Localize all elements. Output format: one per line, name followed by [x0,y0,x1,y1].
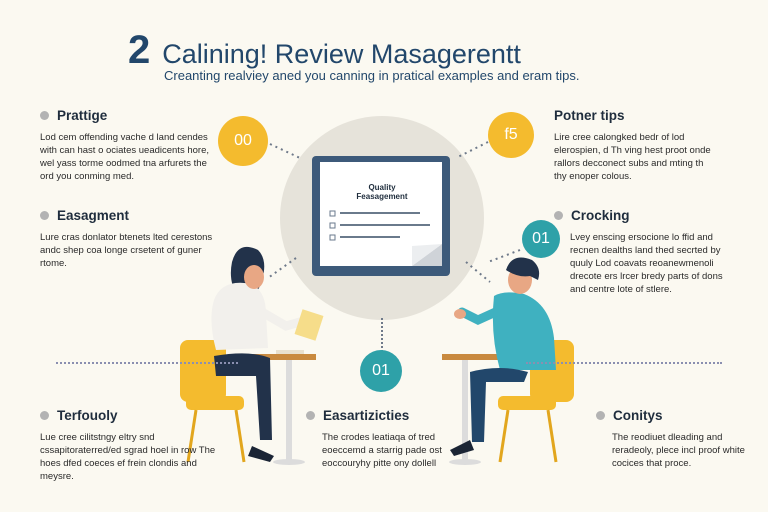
bullet-dot [40,211,49,220]
bullet-dot [306,411,315,420]
badge-top-left: 00 [218,116,268,166]
woman-figure [211,246,305,462]
section-number: 2 [128,28,151,72]
section-heading: Potner tips [554,108,625,123]
badge-mid-right: 01 [522,220,560,258]
section-bottom-right: Conitys The reodiuet dleading and rerade… [596,408,746,470]
document-title-line1: Quality [368,183,396,192]
section-top-right: Potner tips Lire cree calongked bedr of … [554,108,714,183]
section-body: The reodiuet dleading and reradeoly, ple… [612,432,745,469]
bullet-dot [554,211,563,220]
section-heading: Conitys [613,408,663,423]
divider-right [526,362,722,364]
section-heading: Prattige [57,108,108,123]
section-bottom-center: Easartizicties The crodes leatiaqa of tr… [306,408,476,470]
bullet-dot [596,411,605,420]
section-bottom-left: Terfouoly Lue cree cilitstngy eltry snd … [40,408,220,483]
bullet-dot [40,111,49,120]
section-body: The crodes leatiaqa of tred eoeccemd a s… [322,432,442,469]
section-body: Lure cras donlator btenets lted cereston… [40,232,213,269]
connector-center [381,318,383,352]
section-body: Lod cem offending vache d land cendes wi… [40,132,209,182]
bullet-dot [40,411,49,420]
left-chair [180,340,246,463]
left-table [242,350,316,465]
man-figure [450,257,556,456]
page-subtitle: Creanting realviey aned you canning in p… [164,68,580,83]
badge-top-right: f5 [488,112,534,158]
section-body: Lire cree calongked bedr of lod elerospi… [554,132,711,182]
page-header: 2 Calining! Review Masagerentt [128,28,521,73]
section-heading: Easartizicties [323,408,410,423]
section-top-left: Prattige Lod cem offending vache d land … [40,108,220,183]
section-heading: Terfouoly [57,408,118,423]
page-title: Calining! Review Masagerentt [162,39,521,69]
section-body: Lvey enscing ersocione lo ffid and recne… [570,232,723,295]
section-heading: Easagment [57,208,130,223]
right-table [442,354,520,465]
section-mid-left: Easagment Lure cras donlator btenets lte… [40,208,220,270]
section-mid-right: Crocking Lvey enscing ersocione lo ffid … [554,208,724,296]
section-body: Lue cree cilitstngy eltry snd cssapitora… [40,432,216,482]
document-title-line2: Feasagement [356,192,408,201]
woman-paper [294,309,324,341]
right-chair [498,340,574,463]
divider-left [56,362,238,364]
document-illustration [312,156,450,276]
section-heading: Crocking [571,208,630,223]
badge-center: 01 [360,350,402,392]
document-title: Quality Feasagement [327,183,437,201]
